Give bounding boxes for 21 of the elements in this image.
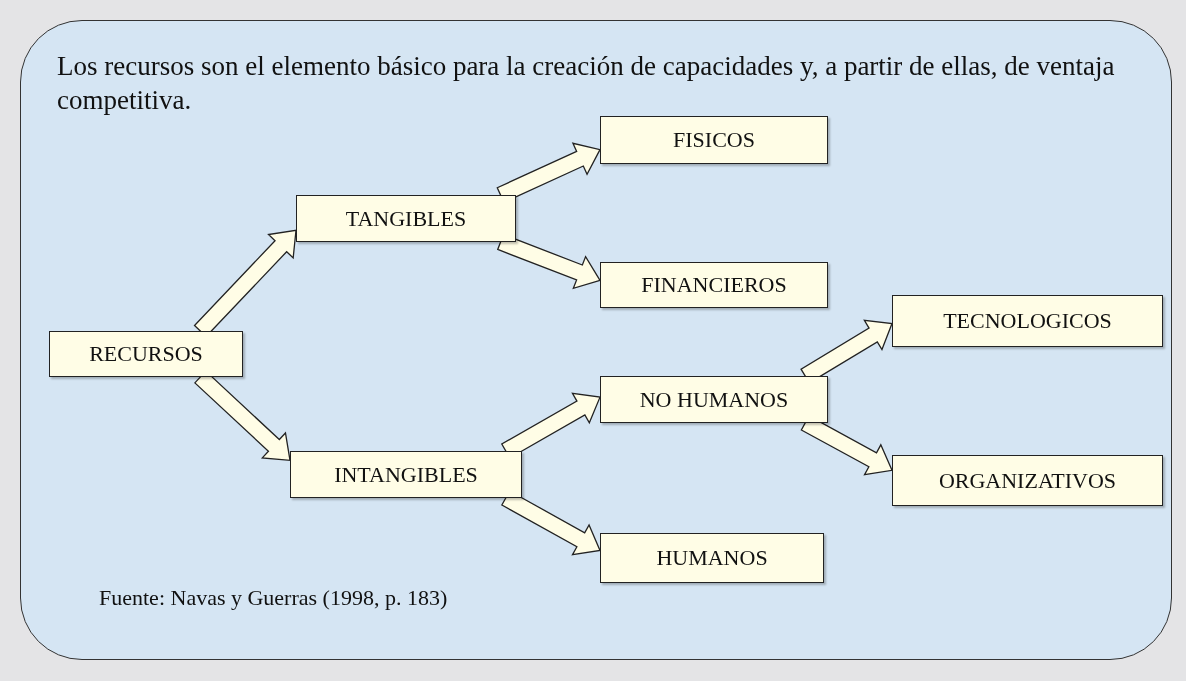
category-box [892,295,1163,347]
rounded-panel [20,20,1172,660]
box-label: FISICOS [673,127,755,153]
box-label: INTANGIBLES [334,461,478,488]
category-box [600,116,828,164]
category-box [296,195,516,242]
heading-text: Los recursos son el elemento básico para la creación de capacidades y, a partir de ellas, de ventaja competitiva. [57,50,1116,117]
box-label: FINANCIEROS [641,272,787,298]
box-label: TECNOLOGICOS [943,308,1112,334]
category-box [290,451,522,498]
category-box [892,455,1163,506]
source-text: Fuente: Navas y Guerras (1998, p. 183) [99,585,448,611]
category-box [49,331,243,377]
category-box [600,533,824,583]
box-label: NO HUMANOS [639,386,789,413]
box-label: TANGIBLES [345,205,467,232]
box-label: ORGANIZATIVOS [938,467,1117,494]
category-box [600,376,828,423]
category-box [600,262,828,308]
box-label: HUMANOS [656,545,768,571]
box-label: RECURSOS [89,341,203,367]
